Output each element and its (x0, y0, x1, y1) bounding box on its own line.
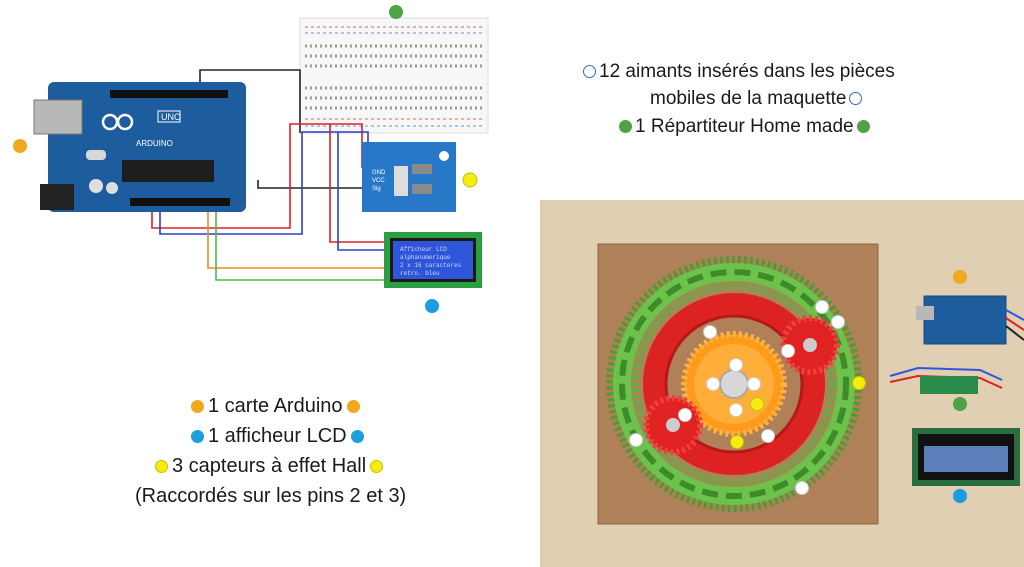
legend-distributor-line: 1 Répartiteur Home made (616, 115, 873, 139)
legend-hall-line: 3 capteurs à effet Hall (151, 454, 387, 478)
lcd-marker (425, 299, 439, 313)
lcd-text-line-3: 2 x 16 caracteres (400, 262, 462, 269)
sensor-pin-sig: Sig (372, 186, 381, 192)
legend-arduino-line: 1 carte Arduino (187, 394, 364, 418)
lcd-photo (912, 428, 1020, 503)
sensor-marker (462, 172, 478, 188)
magnet-markers (629, 300, 845, 495)
white-marker-icon (849, 92, 863, 105)
blue-marker-icon (350, 430, 364, 443)
lcd-text-line-1: Afficheur LCD (400, 246, 447, 253)
arduino-photo (916, 270, 1007, 345)
legend-magnets-line-1: 12 aimants insérés dans les pièces (580, 60, 895, 84)
hall-sensor (362, 142, 456, 212)
green-marker-icon (619, 120, 632, 133)
lcd-text-line-4: retro. bleu (400, 270, 440, 277)
lcd-text-line-2: alphanumerique (400, 254, 451, 261)
blue-marker-icon (191, 430, 204, 443)
sensor-pin-vcc: VCC (372, 178, 385, 184)
orange-marker-icon (191, 400, 204, 413)
arduino-board (33, 82, 246, 212)
sensor-pin-gnd: GND (372, 170, 386, 176)
hall-sensor-markers (730, 376, 866, 449)
arduino-model-text: UNO (161, 112, 181, 122)
legend-pins-note: (Raccordés sur les pins 2 et 3) (135, 485, 407, 507)
wiring-diagram: ARDUINO UNO GND VCC Sig Afficheur LCD al… (13, 5, 489, 313)
legend-magnets-line-2: mobiles de la maquette (650, 87, 865, 111)
white-marker-icon (583, 65, 596, 78)
orange-marker-icon (346, 400, 360, 413)
red-planet-gear-top (780, 315, 840, 375)
lcd-display (384, 232, 482, 288)
yellow-marker-icon (155, 460, 168, 473)
breadboard-marker (389, 5, 403, 19)
red-planet-gear-bottom (643, 395, 703, 455)
red-ring-gear (643, 293, 825, 475)
yellow-marker-icon (370, 460, 384, 473)
legend-lcd-line: 1 afficheur LCD (187, 424, 368, 448)
wires (151, 69, 386, 281)
arduino-marker (13, 139, 27, 153)
model-photo (540, 200, 1024, 567)
distributor-photo (920, 376, 978, 411)
breadboard (299, 17, 489, 134)
green-marker-icon (856, 120, 870, 133)
arduino-logo-text: ARDUINO (136, 139, 173, 148)
